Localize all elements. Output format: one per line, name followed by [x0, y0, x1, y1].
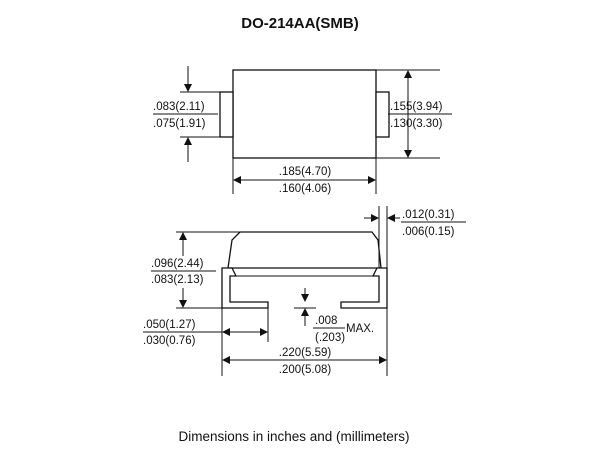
- body-height-min: .130(3.30): [390, 118, 443, 130]
- dim-overall-height: .096(2.44) .083(2.13): [151, 231, 240, 309]
- dimensions-caption: Dimensions in inches and (millimeters): [178, 429, 409, 444]
- standoff-suffix: MAX.: [346, 323, 374, 335]
- dim-body-length: .185(4.70) .160(4.06): [232, 158, 377, 195]
- side-view-body: [227, 231, 382, 269]
- top-view-lead-left: [219, 91, 234, 138]
- dim-lead-length: .050(1.27) .030(0.76): [143, 308, 269, 376]
- dim-standoff: .008 (.203) MAX.: [294, 288, 374, 344]
- standoff-mm: (.203): [315, 332, 345, 344]
- lead-height-max: .083(2.11): [153, 101, 205, 113]
- body-height-max: .155(3.94): [390, 101, 443, 113]
- body-length-min: .160(4.06): [279, 183, 332, 195]
- side-view-lead-right: [340, 267, 388, 309]
- top-view-lead-right: [375, 91, 390, 138]
- overall-height-min: .083(2.13): [151, 274, 204, 286]
- lead-thickness-min: .006(0.15): [402, 226, 455, 238]
- dim-lead-thickness: .012(0.31) .006(0.15): [364, 206, 466, 268]
- overall-length-min: .200(5.08): [279, 364, 332, 376]
- dim-body-height: .155(3.94) .130(3.30): [376, 69, 452, 159]
- top-view: .083(2.11) .075(1.91) .155(3.94) .130(3.…: [153, 66, 452, 195]
- side-view: .012(0.31) .006(0.15) .096(2.44) .083(2.…: [143, 206, 466, 376]
- lead-height-min: .075(1.91): [153, 118, 206, 130]
- dim-lead-height: .083(2.11) .075(1.91): [153, 66, 220, 162]
- overall-length-max: .220(5.59): [279, 347, 332, 359]
- top-view-body: [232, 69, 377, 159]
- diagram-title: DO-214AA(SMB): [241, 15, 359, 32]
- dim-overall-length: .220(5.59) .200(5.08): [222, 308, 388, 376]
- side-view-lead-left: [221, 267, 269, 309]
- lead-thickness-max: .012(0.31): [402, 209, 455, 221]
- overall-height-max: .096(2.44): [151, 258, 204, 270]
- lead-length-min: .030(0.76): [143, 335, 196, 347]
- standoff-inch: .008: [315, 315, 337, 327]
- lead-length-max: .050(1.27): [143, 319, 196, 331]
- body-length-max: .185(4.70): [279, 166, 332, 178]
